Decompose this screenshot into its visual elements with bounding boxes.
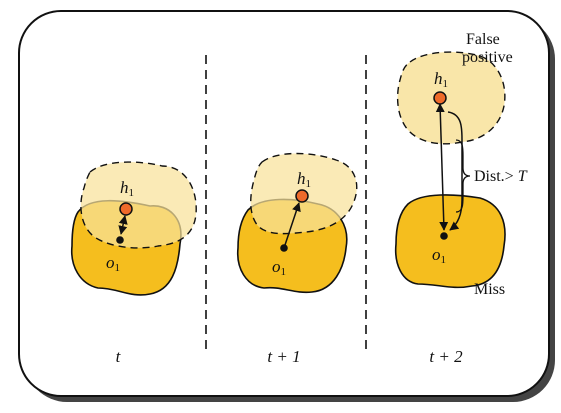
time-label: t + 1: [267, 347, 300, 366]
object-region: [394, 194, 506, 289]
hypothesis-region: [80, 161, 197, 249]
panel-t: h1 o1 t: [71, 161, 197, 366]
hypothesis-label: h1: [434, 69, 448, 90]
object-label: o1: [272, 257, 286, 278]
hypothesis-label: h1: [120, 178, 134, 199]
hypothesis-region: [396, 51, 506, 145]
hypothesis-label: h1: [297, 169, 311, 190]
time-label: t: [116, 347, 122, 366]
association-arrow: [435, 103, 449, 231]
distance-label: Dist.> T: [474, 168, 528, 185]
hypothesis-dot: [119, 202, 133, 216]
time-label: t + 2: [429, 347, 463, 366]
distance-arc: [447, 111, 463, 231]
object-label: o1: [106, 253, 120, 274]
panel-t-plus-2: h1 o1 t + 2 Dist.> T False positive Miss: [394, 31, 528, 366]
false-positive-label-line1: False: [466, 31, 500, 48]
miss-label: Miss: [474, 281, 505, 298]
object-dot: [116, 236, 124, 244]
distance-brace: [455, 139, 471, 213]
panel-t-plus-1: h1 o1 t + 1: [237, 152, 358, 366]
association-arrow: [118, 215, 128, 235]
false-positive-label-line2: positive: [462, 49, 513, 66]
object-dot: [440, 232, 448, 240]
hypothesis-dot: [433, 91, 447, 105]
object-label: o1: [432, 245, 446, 266]
object-dot: [280, 244, 288, 252]
hypothesis-dot: [295, 189, 309, 203]
association-arrow: [284, 202, 301, 246]
